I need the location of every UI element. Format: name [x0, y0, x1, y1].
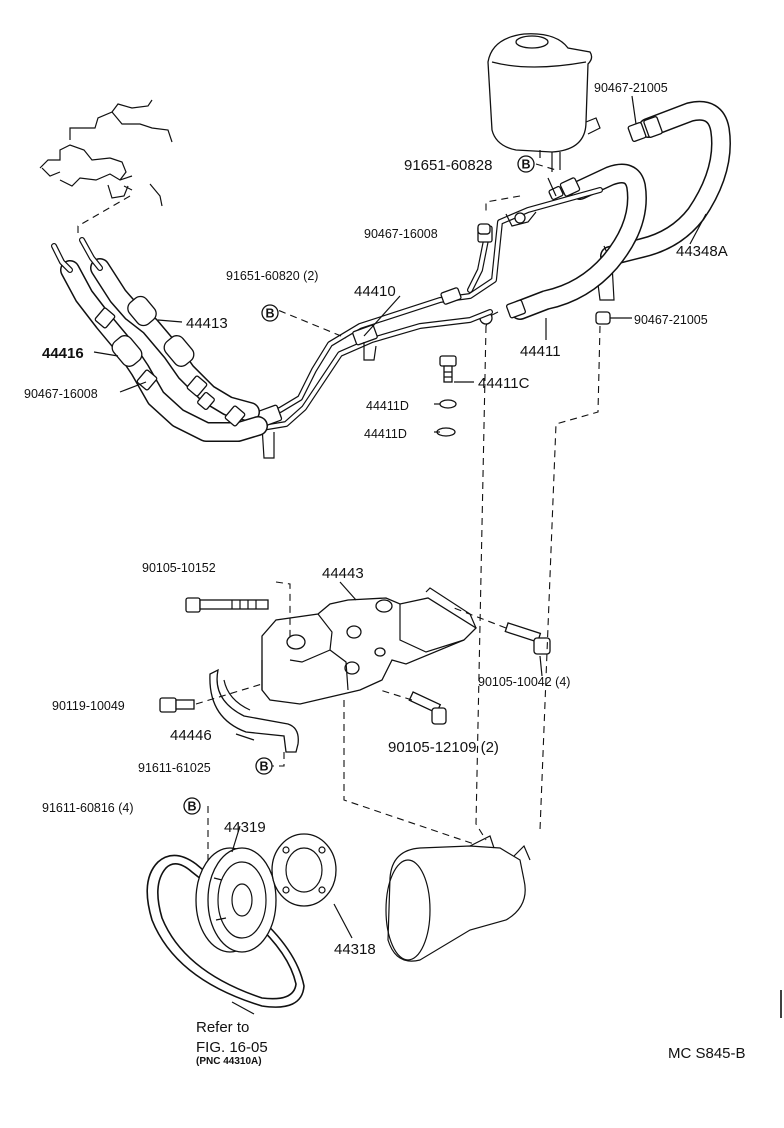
engine-outline-sketch [39, 99, 173, 207]
label-refer-fig: FIG. 16-05 [196, 1039, 268, 1056]
bracket-44443 [261, 587, 478, 705]
plate-44318 [271, 833, 337, 907]
svg-text:B: B [265, 307, 274, 321]
cooler-hoses-left [51, 237, 268, 442]
label-90105-10152: 90105-10152 [142, 561, 216, 575]
return-hose-44348A [595, 100, 731, 301]
label-90467-21005-right: 90467-21005 [634, 313, 708, 327]
reservoir-tank [487, 33, 601, 172]
pressure-hose-44411 [479, 163, 647, 327]
adjusting-bar-44446 [209, 668, 299, 753]
marker-b-60820: B [261, 304, 279, 322]
marker-b-60828: B [517, 155, 535, 173]
bolt-90119-10049 [159, 697, 195, 713]
label-90467-16008-mid: 90467-16008 [364, 227, 438, 241]
label-44410: 44410 [354, 283, 396, 300]
bolt-90105-12109 [408, 691, 447, 725]
power-steering-pump [385, 835, 531, 962]
v-belt [146, 854, 305, 1008]
union-bolt-44411C [439, 355, 457, 383]
leader-bolt-12109 [379, 689, 413, 701]
label-44416: 44416 [42, 345, 84, 362]
label-refer-pnc: (PNC 44310A) [196, 1056, 262, 1067]
label-91651-60828: 91651-60828 [404, 157, 492, 174]
leader-bolt-10049 [195, 683, 263, 705]
label-44443: 44443 [322, 565, 364, 582]
gasket-44411D-a [439, 399, 457, 409]
clamp-90467-16008-mid [477, 223, 491, 235]
label-44413: 44413 [186, 315, 228, 332]
bolt-90105-10152 [185, 597, 269, 613]
label-90105-10042: 90105-10042 (4) [478, 675, 570, 689]
label-90467-21005-top: 90467-21005 [594, 81, 668, 95]
label-90467-16008-left: 90467-16008 [24, 387, 98, 401]
pulley-44319 [195, 847, 277, 953]
tube-set-44410 [255, 177, 603, 459]
svg-text:B: B [187, 800, 196, 814]
svg-text:B: B [521, 158, 530, 172]
marker-b-61025: B [255, 757, 273, 775]
leader-pressure-pump [475, 325, 487, 841]
leader-return-pump [539, 325, 601, 831]
label-44411C: 44411C [478, 375, 530, 392]
label-44348A: 44348A [676, 243, 728, 260]
clamp-90467-21005-right [595, 311, 611, 325]
label-44411D-a: 44411D [366, 399, 409, 413]
label-44318: 44318 [334, 941, 376, 958]
label-refer-to: Refer to [196, 1019, 249, 1036]
label-44411D-b: 44411D [364, 427, 407, 441]
marker-b-60816: B [183, 797, 201, 815]
bolt-90105-10042 [504, 622, 551, 655]
leader-60820 [267, 305, 347, 339]
leader-bracket-pump [343, 700, 475, 845]
svg-text:B: B [259, 760, 268, 774]
label-91651-60820: 91651-60820 (2) [226, 269, 318, 283]
diagram-code: MC S845-B [668, 1045, 746, 1062]
label-90105-12109: 90105-12109 (2) [388, 739, 499, 756]
label-91611-61025: 91611-61025 [138, 761, 211, 775]
leader-60828 [535, 163, 557, 171]
label-90119-10049: 90119-10049 [52, 699, 125, 713]
leader-bolt-10152 [275, 581, 291, 640]
leader-engine [77, 195, 131, 234]
label-44446: 44446 [170, 727, 212, 744]
label-44319: 44319 [224, 819, 266, 836]
label-44411: 44411 [520, 343, 561, 360]
label-91611-60816: 91611-60816 (4) [42, 801, 134, 815]
leader-lines [93, 95, 707, 1015]
